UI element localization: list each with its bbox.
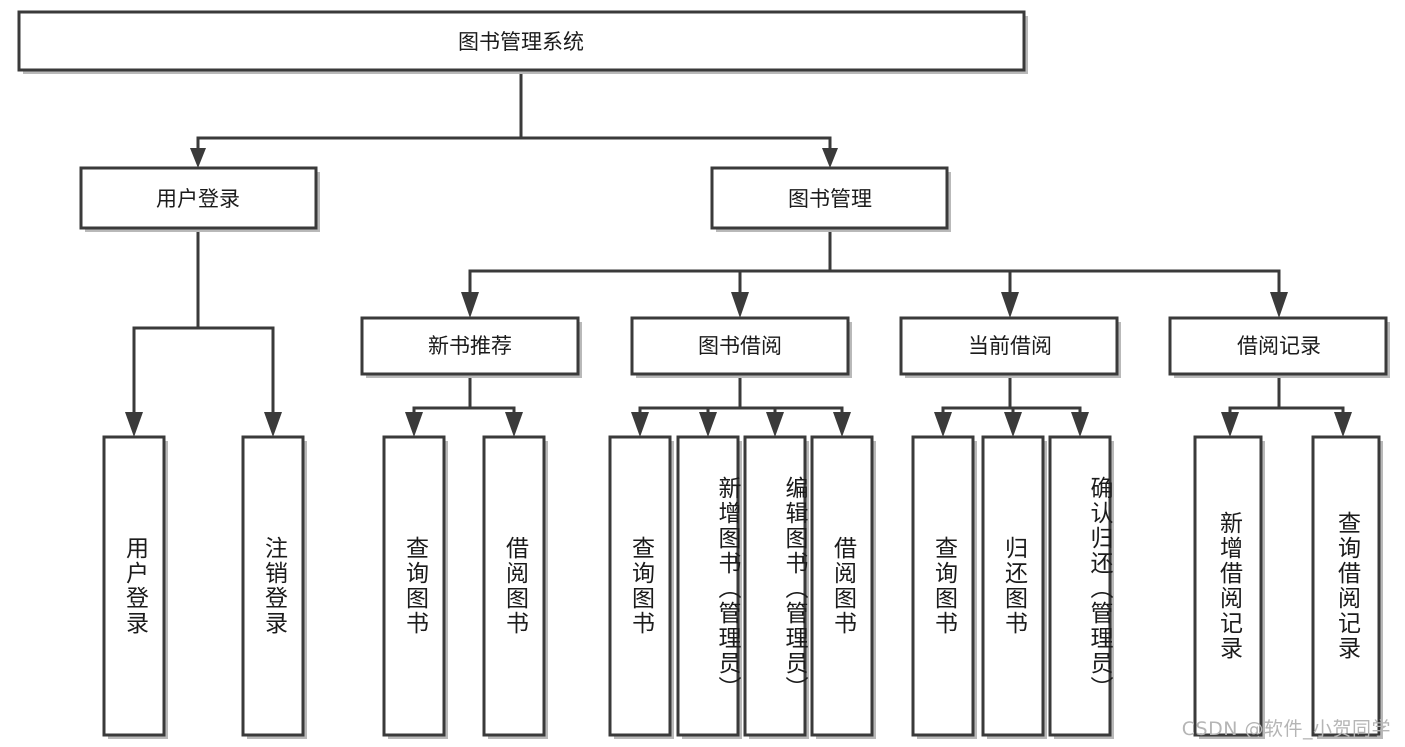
leaf-box-bb-add-book[interactable] xyxy=(676,435,740,737)
arrowhead-leaf-cb-query-book xyxy=(934,412,952,437)
leaf-box-nb-query-book[interactable] xyxy=(382,435,446,737)
arrowhead-to-borrow-records xyxy=(1270,292,1288,318)
book-borrow-label: 图书借阅 xyxy=(698,334,782,358)
leaf-box-logout[interactable] xyxy=(241,435,305,737)
root-label: 图书管理系统 xyxy=(458,30,584,54)
connector-userlogin-to-leaves xyxy=(132,230,275,420)
arrowhead-leaf-cb-return-book xyxy=(1004,412,1022,437)
arrowhead-leaf-user-login xyxy=(125,412,143,437)
arrowhead-leaf-cb-confirm-return xyxy=(1071,412,1089,437)
node-book-manage[interactable]: 图书管理 xyxy=(710,166,951,232)
connector-currentborrow-to-leaves xyxy=(941,375,1082,420)
arrowhead-leaf-bb-query-book xyxy=(631,412,649,437)
watermark-text: CSDN @软件_小贺同学 xyxy=(1181,718,1391,740)
connector-bookborrow-to-leaves xyxy=(638,375,844,420)
node-current-borrow[interactable]: 当前借阅 xyxy=(899,316,1121,378)
node-user-login[interactable]: 用户登录 xyxy=(79,166,320,232)
arrowhead-to-book-manage xyxy=(822,148,838,168)
leaf-box-nb-borrow-book[interactable] xyxy=(482,435,546,737)
arrowhead-to-current-borrow xyxy=(1001,292,1019,318)
connector-bookmanage-to-level2 xyxy=(468,230,1281,294)
leaf-box-cb-return-book[interactable] xyxy=(981,435,1045,737)
node-book-borrow[interactable]: 图书借阅 xyxy=(630,316,852,378)
user-login-label: 用户登录 xyxy=(156,187,240,211)
connector-newbook-to-leaves xyxy=(412,375,516,420)
leaf-box-cb-confirm-return[interactable] xyxy=(1048,435,1112,737)
arrowhead-to-new-book-recommend xyxy=(461,292,479,318)
node-new-book-recommend[interactable]: 新书推荐 xyxy=(360,316,582,378)
leaf-box-bb-edit-book[interactable] xyxy=(743,435,807,737)
arrowhead-to-user-login xyxy=(190,148,206,168)
leaf-box-user-login[interactable] xyxy=(102,435,166,737)
root-box[interactable] xyxy=(17,10,1026,72)
arrowhead-leaf-bb-borrow-book xyxy=(833,412,851,437)
node-borrow-records[interactable]: 借阅记录 xyxy=(1168,316,1390,378)
leaf-box-bb-borrow-book[interactable] xyxy=(810,435,874,737)
current-borrow-box[interactable] xyxy=(899,316,1119,376)
new-book-recommend-box[interactable] xyxy=(360,316,580,376)
leaf-box-cb-query-book[interactable] xyxy=(911,435,975,737)
arrowhead-leaf-logout xyxy=(264,412,282,437)
book-manage-label: 图书管理 xyxy=(788,187,872,211)
user-login-box[interactable] xyxy=(79,166,318,230)
leaf-boxes-group xyxy=(102,435,1383,739)
arrowhead-to-book-borrow xyxy=(731,292,749,318)
connector-root-to-level1 xyxy=(196,68,832,160)
book-borrow-box[interactable] xyxy=(630,316,850,376)
node-root[interactable]: 图书管理系统 xyxy=(17,10,1028,74)
arrowhead-leaf-br-add-record xyxy=(1221,412,1239,437)
connectors-group xyxy=(125,68,1352,437)
arrowhead-leaf-br-query-record xyxy=(1334,412,1352,437)
arrowhead-leaf-bb-add-book xyxy=(699,412,717,437)
arrowhead-leaf-nb-borrow-book xyxy=(505,412,523,437)
arrowhead-leaf-bb-edit-book xyxy=(766,412,784,437)
leaf-box-bb-query-book[interactable] xyxy=(608,435,672,737)
borrow-records-box[interactable] xyxy=(1168,316,1388,376)
connector-borrowrecords-to-leaves xyxy=(1228,375,1345,420)
book-manage-box[interactable] xyxy=(710,166,949,230)
leaf-box-br-add-record[interactable] xyxy=(1193,435,1263,737)
arrowhead-leaf-nb-query-book xyxy=(405,412,423,437)
leaf-box-br-query-record[interactable] xyxy=(1311,435,1381,737)
current-borrow-label: 当前借阅 xyxy=(968,334,1052,358)
borrow-records-label: 借阅记录 xyxy=(1237,334,1321,358)
new-book-recommend-label: 新书推荐 xyxy=(428,334,512,358)
